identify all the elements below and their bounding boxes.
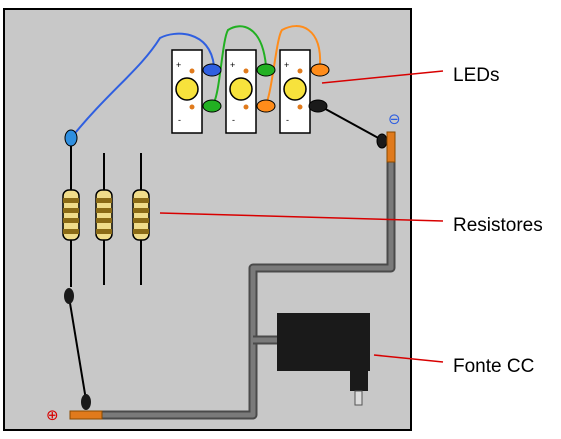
orange-plug — [256, 99, 276, 113]
label-leds: LEDs — [453, 65, 499, 86]
led-card-signs: + + + - - - — [176, 60, 289, 125]
green-wire — [212, 25, 267, 105]
black-wire-lower — [64, 288, 91, 410]
resistor-leads — [70, 146, 142, 287]
resistor-1 — [62, 189, 80, 241]
jumper-wires — [70, 25, 383, 141]
minus-sign: - — [232, 115, 235, 125]
plus-sign: + — [230, 60, 235, 70]
minus-sign: - — [286, 115, 289, 125]
minus-sign: - — [178, 115, 181, 125]
dc-power-supply — [277, 313, 370, 406]
power-cable — [100, 162, 396, 420]
label-resistors: Resistores — [453, 215, 543, 236]
terminals — [69, 131, 396, 420]
label-power-supply: Fonte CC — [453, 356, 534, 377]
callout-lines — [159, 70, 444, 363]
blue-wire — [70, 32, 215, 139]
resistor-2 — [95, 189, 113, 241]
green-plug — [256, 63, 276, 77]
negative-symbol: ⊖ — [388, 110, 401, 128]
orange-wire — [264, 25, 322, 107]
black-wire-led — [319, 105, 383, 141]
resistor-3 — [132, 189, 150, 241]
negative-terminal — [386, 131, 396, 163]
orange-plug — [310, 63, 330, 77]
black-plug — [376, 133, 388, 149]
blue-plug — [202, 63, 222, 77]
green-plug — [202, 99, 222, 113]
black-plug — [308, 99, 328, 113]
plus-sign: + — [176, 60, 181, 70]
connector-plugs — [64, 63, 388, 149]
card-pins — [189, 68, 303, 110]
blue-plug — [64, 129, 78, 147]
led-bulbs — [175, 77, 307, 101]
resistors — [62, 189, 150, 241]
positive-symbol: ⊕ — [46, 406, 59, 424]
plus-sign: + — [284, 60, 289, 70]
positive-terminal — [69, 410, 103, 420]
